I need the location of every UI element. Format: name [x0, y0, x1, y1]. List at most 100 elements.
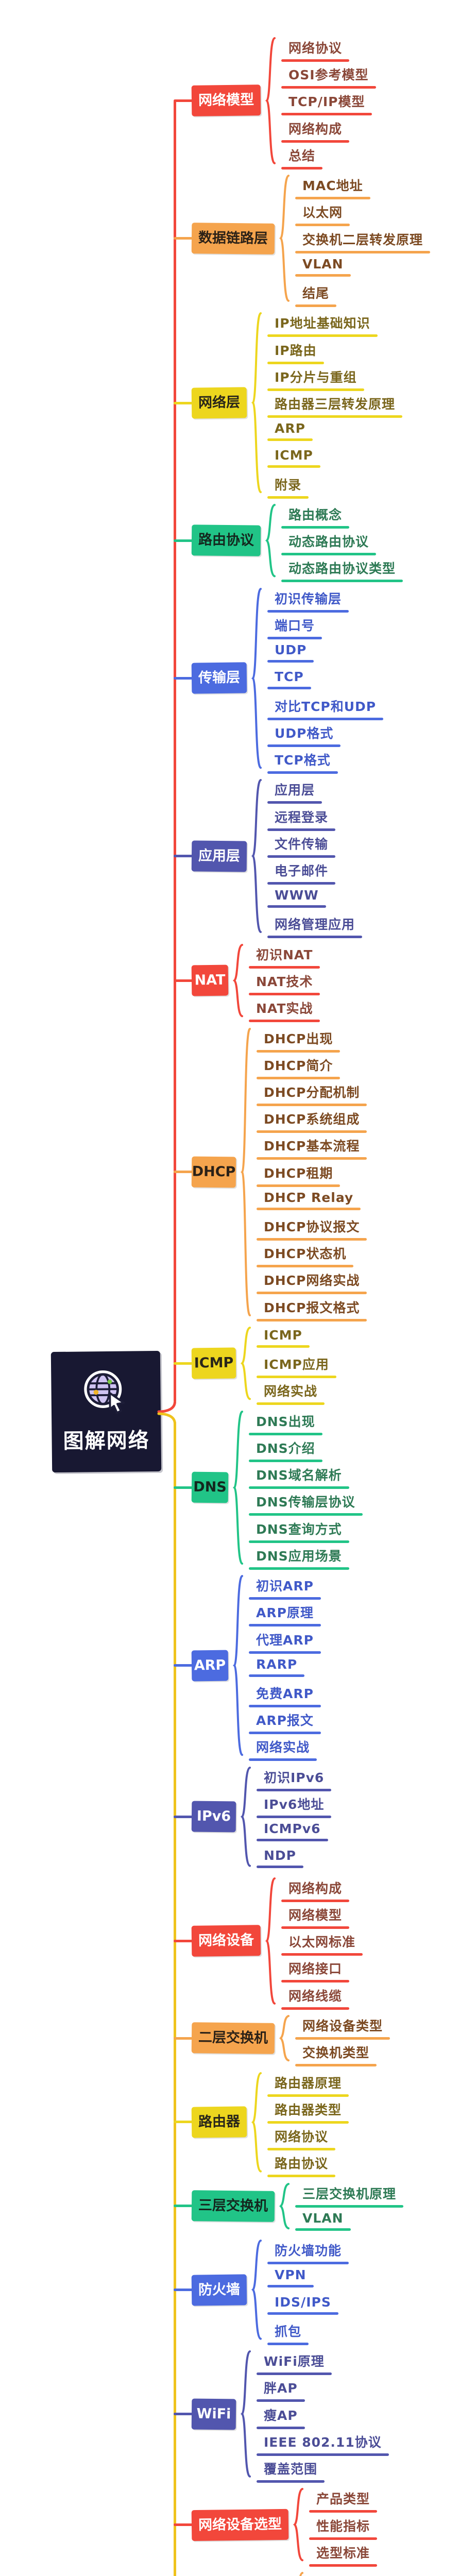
- child-topic[interactable]: 网络构成: [281, 1878, 350, 1902]
- branch-node-9[interactable]: DNS: [191, 1471, 229, 1503]
- child-topic[interactable]: ARP: [267, 421, 313, 442]
- child-topic[interactable]: 防火墙功能: [267, 2241, 349, 2265]
- child-topic[interactable]: DHCP协议报文: [257, 1217, 367, 1241]
- child-topic[interactable]: 动态路由协议类型: [281, 558, 403, 583]
- child-topic[interactable]: UDP格式: [267, 723, 341, 747]
- child-topic[interactable]: 网络协议: [267, 2127, 336, 2150]
- central-topic[interactable]: 图解网络: [50, 1350, 162, 1473]
- child-topic[interactable]: DNS域名解析: [249, 1465, 349, 1489]
- branch-node-13[interactable]: 二层交换机: [191, 2022, 275, 2054]
- child-topic[interactable]: 网络实战: [249, 1737, 317, 1761]
- child-topic[interactable]: 路由概念: [281, 505, 350, 529]
- branch-node-8[interactable]: ICMP: [191, 1347, 236, 1379]
- branch-node-3[interactable]: 路由协议: [191, 524, 261, 556]
- child-topic[interactable]: 胖AP: [257, 2378, 305, 2402]
- child-topic[interactable]: NDP: [257, 1848, 303, 1869]
- child-topic[interactable]: 性能指标: [309, 2516, 378, 2540]
- child-topic[interactable]: NAT实战: [249, 998, 320, 1023]
- child-topic[interactable]: 附录: [267, 475, 309, 499]
- child-topic[interactable]: 抓包: [267, 2321, 309, 2345]
- child-topic[interactable]: TCP: [267, 669, 311, 690]
- child-topic[interactable]: DNS应用场景: [249, 1546, 349, 1570]
- child-topic[interactable]: 交换机二层转发原理: [295, 230, 431, 253]
- child-topic[interactable]: 以太网: [295, 202, 350, 227]
- child-topic[interactable]: DNS介绍: [249, 1438, 322, 1462]
- child-topic[interactable]: 以太网标准: [281, 1932, 363, 1956]
- child-topic[interactable]: VLAN: [295, 257, 351, 277]
- child-topic[interactable]: 文件传输: [267, 834, 336, 858]
- child-topic[interactable]: 初识ARP: [249, 1576, 321, 1600]
- branch-node-0[interactable]: 网络模型: [191, 84, 261, 117]
- branch-node-11[interactable]: IPv6: [191, 1801, 236, 1833]
- child-topic[interactable]: 选型标准: [309, 2543, 378, 2567]
- branch-node-5[interactable]: 应用层: [191, 840, 247, 872]
- child-topic[interactable]: DHCP基本流程: [257, 1136, 367, 1160]
- child-topic[interactable]: 网络设备类型: [295, 2016, 390, 2040]
- child-topic[interactable]: IEEE 802.11协议: [257, 2432, 389, 2456]
- child-topic[interactable]: IP路由: [267, 341, 324, 364]
- child-topic[interactable]: 交换机类型: [295, 2043, 377, 2067]
- child-topic[interactable]: 简单的网络: [316, 2573, 383, 2576]
- child-topic[interactable]: DHCP报文格式: [257, 1298, 367, 1321]
- child-topic[interactable]: 网络管理应用: [267, 914, 363, 939]
- child-topic[interactable]: 总结: [281, 146, 323, 170]
- child-topic[interactable]: 动态路由协议: [281, 532, 377, 556]
- child-topic[interactable]: 应用层: [267, 780, 322, 804]
- child-topic[interactable]: IP地址基础知识: [267, 313, 378, 337]
- child-topic[interactable]: TCP格式: [267, 750, 338, 774]
- child-topic[interactable]: WWW: [267, 888, 326, 908]
- child-topic[interactable]: DHCP分配机制: [257, 1082, 367, 1106]
- child-topic[interactable]: ICMP: [257, 1328, 310, 1348]
- child-topic[interactable]: ICMP应用: [257, 1354, 336, 1379]
- child-topic[interactable]: 路由器原理: [267, 2073, 349, 2097]
- child-topic[interactable]: ARP报文: [249, 1710, 321, 1735]
- child-topic[interactable]: 远程登录: [267, 807, 336, 831]
- branch-node-1[interactable]: 数据链路层: [191, 222, 275, 255]
- child-topic[interactable]: 路由协议: [267, 2154, 336, 2178]
- child-topic[interactable]: 端口号: [267, 616, 322, 639]
- child-topic[interactable]: 结尾: [295, 283, 337, 307]
- child-topic[interactable]: 三层交换机原理: [295, 2184, 404, 2208]
- child-topic[interactable]: NAT技术: [249, 972, 320, 995]
- child-topic[interactable]: WiFi原理: [257, 2351, 332, 2376]
- child-topic[interactable]: DHCP Relay: [257, 1190, 361, 1210]
- child-topic[interactable]: 初识IPv6: [257, 1768, 332, 1791]
- child-topic[interactable]: 网络实战: [257, 1381, 325, 1405]
- child-topic[interactable]: 初识NAT: [249, 945, 320, 969]
- child-topic[interactable]: OSI参考模型: [281, 65, 376, 89]
- child-topic[interactable]: VPN: [267, 2267, 314, 2288]
- child-topic[interactable]: 初识传输层: [267, 589, 349, 613]
- child-topic[interactable]: DHCP租期: [257, 1163, 341, 1187]
- child-topic[interactable]: DNS出现: [249, 1412, 322, 1435]
- child-topic[interactable]: TCP/IP模型: [281, 92, 372, 116]
- branch-node-14[interactable]: 路由器: [191, 2106, 247, 2138]
- branch-node-16[interactable]: 防火墙: [191, 2274, 247, 2306]
- child-topic[interactable]: DNS传输层协议: [249, 1492, 363, 1516]
- branch-node-6[interactable]: NAT: [191, 964, 229, 996]
- child-topic[interactable]: RARP: [249, 1657, 305, 1677]
- child-topic[interactable]: 网络接口: [281, 1959, 350, 1983]
- branch-node-18[interactable]: 网络设备选型: [191, 2509, 289, 2541]
- child-topic[interactable]: 网络协议: [281, 38, 350, 62]
- child-topic[interactable]: 产品类型: [309, 2489, 378, 2513]
- child-topic[interactable]: ARP原理: [249, 1603, 321, 1627]
- child-topic[interactable]: 免费ARP: [249, 1684, 321, 1707]
- child-topic[interactable]: 覆盖范围: [257, 2459, 325, 2483]
- child-topic[interactable]: VLAN: [295, 2211, 351, 2231]
- child-topic[interactable]: 对比TCP和UDP: [267, 697, 384, 720]
- child-topic[interactable]: IP分片与重组: [267, 367, 364, 391]
- child-topic[interactable]: IDS/IPS: [267, 2295, 338, 2315]
- child-topic[interactable]: DHCP简介: [257, 1056, 341, 1079]
- child-topic[interactable]: 瘦AP: [257, 2405, 305, 2429]
- child-topic[interactable]: UDP: [267, 642, 314, 663]
- child-topic[interactable]: ICMP: [267, 448, 320, 468]
- child-topic[interactable]: 路由器三层转发原理: [267, 394, 403, 418]
- child-topic[interactable]: DHCP网络实战: [257, 1270, 367, 1295]
- branch-node-10[interactable]: ARP: [191, 1650, 229, 1682]
- child-topic[interactable]: DNS查询方式: [249, 1519, 349, 1543]
- child-topic[interactable]: MAC地址: [295, 176, 370, 200]
- child-topic[interactable]: ICMPv6: [257, 1821, 328, 1842]
- branch-node-7[interactable]: DHCP: [191, 1156, 236, 1188]
- child-topic[interactable]: DHCP出现: [257, 1029, 341, 1053]
- child-topic[interactable]: 路由器类型: [267, 2100, 349, 2124]
